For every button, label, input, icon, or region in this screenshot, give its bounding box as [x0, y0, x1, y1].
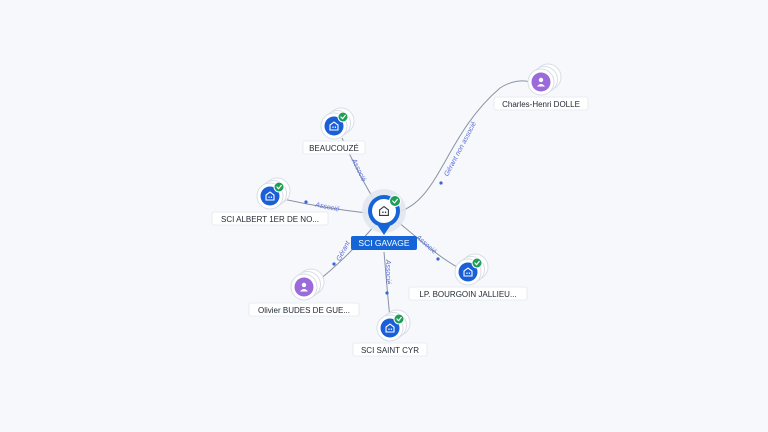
- node-avatar: [260, 186, 280, 206]
- node-label-box: [248, 302, 360, 317]
- nodes-layer: Charles-Henri DOLLE BEAUCOUZÉ SCI ALBERT 1…: [211, 63, 589, 357]
- node-bourgoin[interactable]: LP. BOURGOIN JALLIEU...: [408, 253, 528, 301]
- node-avatar: [324, 116, 344, 136]
- edge-olivier: Gérant: [314, 224, 376, 284]
- edge-arrow: [304, 200, 308, 204]
- edge-arrow: [332, 262, 336, 266]
- node-avatar: [458, 262, 478, 282]
- center-node[interactable]: SCI GAVAGE: [351, 189, 417, 250]
- edge-label: Associé: [384, 259, 391, 285]
- verified-check-icon: [273, 181, 285, 193]
- edge-arrow: [385, 291, 389, 295]
- verified-check-icon: [337, 111, 349, 123]
- node-label: Charles-Henri DOLLE: [502, 100, 580, 109]
- edge-line: [282, 198, 368, 214]
- edge-line: [397, 221, 460, 269]
- node-label-box: [408, 286, 528, 301]
- node-avatar: [380, 318, 400, 338]
- building-icon: [265, 191, 275, 201]
- edge-arrow: [439, 181, 443, 185]
- edge-label: Associé: [349, 157, 367, 183]
- center-inner: [372, 199, 396, 223]
- person-icon: [300, 282, 308, 292]
- node-saintcyr[interactable]: SCI SAINT CYR: [352, 309, 428, 357]
- edge-albert: Associé: [282, 198, 368, 214]
- node-albert[interactable]: SCI ALBERT 1ER DE NO...: [211, 177, 329, 226]
- node-label: LP. BOURGOIN JALLIEU...: [419, 290, 516, 299]
- node-label: SCI SAINT CYR: [361, 346, 419, 355]
- node-label: BEAUCOUZÉ: [309, 144, 359, 153]
- node-label-box: [211, 211, 329, 226]
- building-icon: [329, 121, 339, 131]
- edge-label: Associé: [414, 233, 438, 255]
- edge-arrow: [436, 257, 440, 261]
- node-label-box: [493, 96, 589, 111]
- building-icon: [379, 205, 389, 216]
- node-label-box: [302, 140, 366, 155]
- node-label: Olivier BUDES DE GUE...: [258, 306, 350, 315]
- verified-check-icon: [389, 195, 401, 207]
- node-label: SCI ALBERT 1ER DE NO...: [221, 215, 319, 224]
- person-icon: [537, 77, 545, 87]
- node-olivier[interactable]: Olivier BUDES DE GUE...: [248, 268, 360, 317]
- building-icon: [385, 323, 395, 333]
- edge-label: Gérant non associé: [443, 121, 478, 178]
- center-label: SCI GAVAGE: [358, 238, 410, 248]
- node-beaucouze[interactable]: BEAUCOUZÉ: [302, 107, 366, 155]
- center-label-box: [351, 236, 417, 250]
- edge-saintcyr: Associé: [383, 251, 391, 319]
- center-pointer: [378, 226, 390, 235]
- edge-line: [397, 80, 531, 213]
- node-label-box: [352, 342, 428, 357]
- verified-check-icon: [393, 313, 405, 325]
- building-icon: [463, 267, 473, 277]
- verified-check-icon: [471, 257, 483, 269]
- node-charles[interactable]: Charles-Henri DOLLE: [493, 63, 589, 111]
